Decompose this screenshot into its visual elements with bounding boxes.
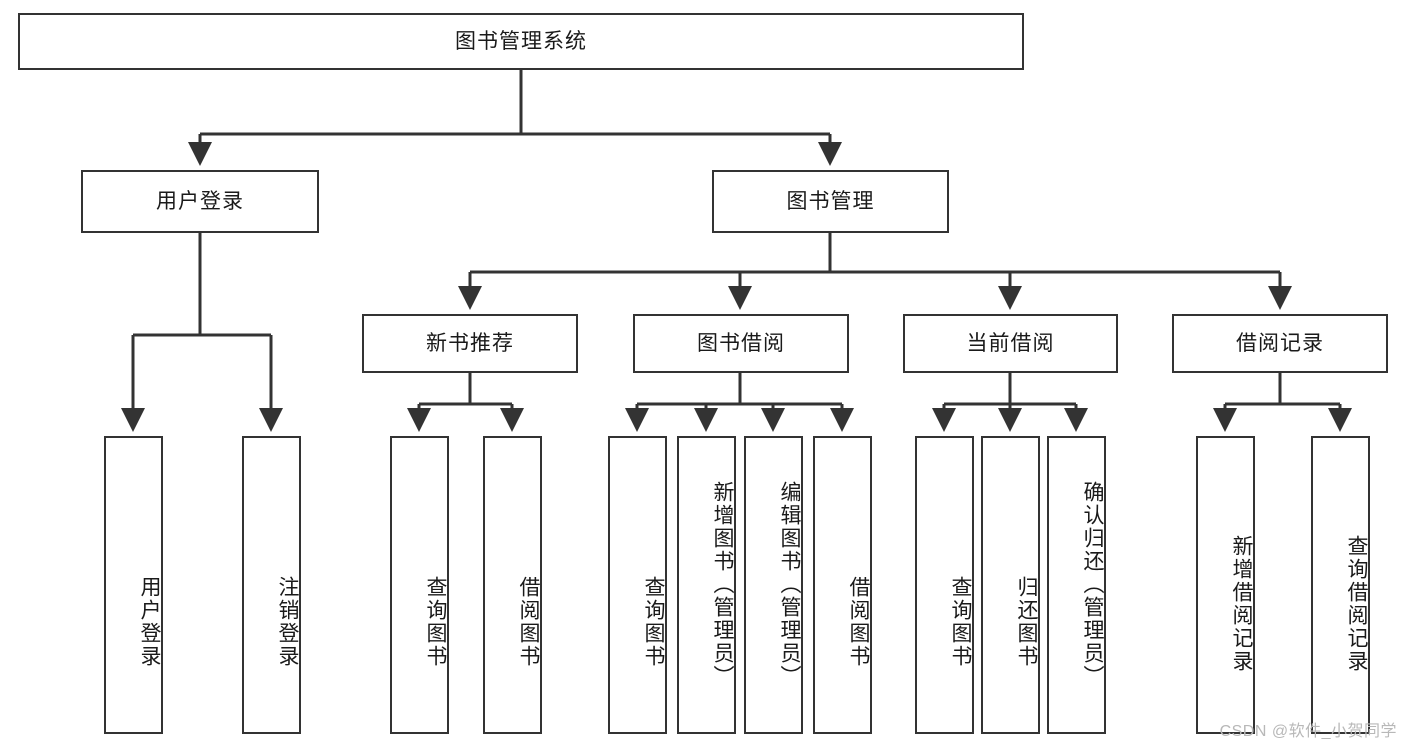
node-leaf-recommend-query-book-label: 查询图书: [424, 576, 447, 668]
node-leaf-current-query-book[interactable]: 查询图书: [915, 436, 974, 734]
node-book-borrow[interactable]: 图书借阅: [633, 314, 849, 373]
node-leaf-recommend-query-book[interactable]: 查询图书: [390, 436, 449, 734]
node-leaf-borrow-add-book[interactable]: 新增图书（管理员）: [677, 436, 736, 734]
node-leaf-user-logout-label: 注销登录: [276, 576, 299, 668]
node-leaf-borrow-borrow-book-label: 借阅图书: [847, 576, 870, 668]
node-leaf-recommend-borrow-book[interactable]: 借阅图书: [483, 436, 542, 734]
node-leaf-borrow-borrow-book[interactable]: 借阅图书: [813, 436, 872, 734]
node-leaf-current-confirm-return-label: 确认归还（管理员）: [1081, 480, 1104, 688]
node-leaf-current-return-book-label: 归还图书: [1015, 576, 1038, 668]
node-leaf-borrow-add-book-label: 新增图书（管理员）: [711, 480, 734, 688]
node-leaf-current-query-book-label: 查询图书: [949, 576, 972, 668]
node-borrow-record[interactable]: 借阅记录: [1172, 314, 1388, 373]
node-leaf-borrow-query-book-label: 查询图书: [642, 576, 665, 668]
node-user-login[interactable]: 用户登录: [81, 170, 319, 233]
node-leaf-borrow-query-book[interactable]: 查询图书: [608, 436, 667, 734]
node-leaf-record-search[interactable]: 查询借阅记录: [1311, 436, 1370, 734]
node-current-borrow-label: 当前借阅: [966, 331, 1055, 355]
node-root-label: 图书管理系统: [455, 29, 587, 53]
node-leaf-current-confirm-return[interactable]: 确认归还（管理员）: [1047, 436, 1106, 734]
node-book-management-label: 图书管理: [786, 189, 875, 213]
node-leaf-borrow-edit-book[interactable]: 编辑图书（管理员）: [744, 436, 803, 734]
node-leaf-record-add-label: 新增借阅记录: [1230, 535, 1253, 673]
watermark-text: CSDN @软件_小贺同学: [1219, 723, 1397, 740]
node-new-book-recommend-label: 新书推荐: [426, 331, 514, 355]
node-borrow-record-label: 借阅记录: [1236, 331, 1324, 355]
node-leaf-user-login-label: 用户登录: [138, 576, 161, 668]
node-book-management[interactable]: 图书管理: [712, 170, 949, 233]
node-leaf-borrow-edit-book-label: 编辑图书（管理员）: [778, 480, 801, 688]
node-leaf-current-return-book[interactable]: 归还图书: [981, 436, 1040, 734]
node-leaf-recommend-borrow-book-label: 借阅图书: [517, 576, 540, 668]
node-leaf-user-logout[interactable]: 注销登录: [242, 436, 301, 734]
node-leaf-user-login[interactable]: 用户登录: [104, 436, 163, 734]
node-leaf-record-search-label: 查询借阅记录: [1345, 535, 1368, 673]
node-current-borrow[interactable]: 当前借阅: [903, 314, 1118, 373]
node-leaf-record-add[interactable]: 新增借阅记录: [1196, 436, 1255, 734]
node-root[interactable]: 图书管理系统: [18, 13, 1024, 70]
node-user-login-label: 用户登录: [156, 189, 244, 213]
node-new-book-recommend[interactable]: 新书推荐: [362, 314, 578, 373]
node-book-borrow-label: 图书借阅: [697, 331, 785, 355]
